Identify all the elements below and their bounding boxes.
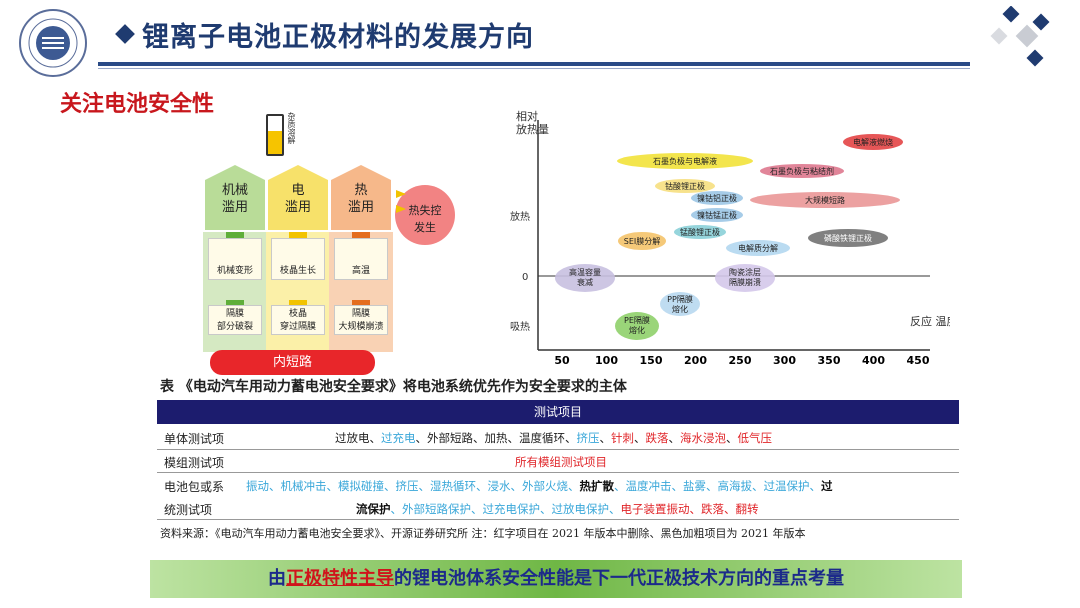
- pack-tests-value-2: 流保护、外部短路保护、过充电保护、过放电保护、电子装置振动、跌落、翻转: [356, 502, 759, 516]
- pack-tests-value: 振动、机械冲击、模拟碰撞、挤压、湿热循环、浸水、外部火烧、热扩散、温度冲击、盐雾…: [246, 479, 833, 493]
- y-upper-label: 放热: [510, 210, 530, 223]
- row-label-cell: 单体测试项: [164, 432, 225, 446]
- row-label-pack: 电池包或系: [164, 480, 225, 494]
- high-temp-box: 高温: [334, 238, 388, 280]
- bubble-label: 熔化: [672, 304, 688, 314]
- bubble-label: 镍钴铝正极: [697, 193, 737, 203]
- section-subtitle: 关注电池安全性: [60, 92, 215, 117]
- cell-tests-value: 过放电、过充电、外部短路、加热、温度循环、挤压、针刺、跌落、海水浸泡、低气压: [335, 431, 772, 445]
- bubble-label: 电解液燃烧: [853, 137, 893, 147]
- separator-partial-rupture-box: 隔膜 部分破裂: [208, 305, 262, 335]
- row-label-module: 模组测试项: [164, 456, 225, 470]
- bubble-label: 电解质分解: [738, 243, 778, 253]
- x-tick-label: 300: [773, 354, 796, 367]
- mechanical-abuse-label: 机械 滥用: [221, 183, 248, 215]
- x-tick-labels: 50 100 150 200 250 300 350 400 450: [554, 354, 929, 367]
- x-axis-title: 反应 温度: [910, 314, 950, 328]
- thermal-abuse-label: 热 滥用: [347, 183, 374, 215]
- x-tick-label: 400: [862, 354, 885, 367]
- x-tick-label: 350: [818, 354, 841, 367]
- bubble-label: 锰酸锂正极: [680, 227, 720, 237]
- battery-label: 杂质溶解: [287, 112, 296, 144]
- thermal-runaway-label: 热失控 发生: [408, 204, 442, 234]
- y-zero-label: 0: [522, 272, 528, 283]
- row-label-pack-2: 统测试项: [164, 503, 213, 517]
- row-divider: [157, 449, 959, 450]
- bubble-label: 石墨负极与电解液: [653, 156, 717, 166]
- separator-collapse-box: 隔膜 大规模崩溃: [334, 305, 388, 335]
- dendrite-growth-box: 枝晶生长: [271, 238, 325, 280]
- row-divider: [157, 519, 959, 520]
- bubble-label: PE隔膜: [624, 315, 650, 325]
- conclusion-banner: 由正极特性主导的锂电池体系安全性能是下一代正极技术方向的重点考量: [150, 560, 962, 598]
- battery-icon: [266, 114, 284, 156]
- mechanical-deformation-box: 机械变形: [208, 238, 262, 280]
- internal-short-label: 内短路: [272, 355, 312, 370]
- source-note: 资料来源：《电动汽车用动力蓄电池安全要求》、开源证券研究所 注：红字项目在 20…: [160, 527, 806, 540]
- bubble-label: 隔膜崩溃: [729, 277, 761, 287]
- bubble-label: 石墨负极与粘结剂: [770, 166, 834, 176]
- page-title: 锂离子电池正极材料的发展方向: [142, 21, 534, 53]
- y-axis-title: 相对放热量: [516, 109, 549, 136]
- bubble-label: 熔化: [629, 325, 645, 335]
- x-tick-label: 150: [640, 354, 663, 367]
- heat-release-chart: 相对放热量 放热 0 吸热 反应 温度 50 100 150 200 250 300 350…: [510, 109, 950, 367]
- table-header: 测试项目: [157, 400, 959, 424]
- title-divider-thin: [98, 68, 970, 69]
- x-tick-label: 200: [684, 354, 707, 367]
- x-tick-label: 250: [729, 354, 752, 367]
- bubble-label: SEI膜分解: [624, 236, 661, 246]
- bubble-label: 镍钴锰正极: [697, 210, 737, 220]
- university-logo: [19, 9, 87, 77]
- x-tick-label: 100: [595, 354, 618, 367]
- abuse-diagram: 杂质溶解 机械 滥用 电 滥用 热 滥用 机械变形 枝晶生长 高温 隔膜 部分破…: [200, 110, 470, 375]
- title-divider: [98, 62, 970, 66]
- title-row: 锂离子电池正极材料的发展方向: [115, 14, 534, 54]
- table-caption: 表 《电动汽车用动力蓄电池安全要求》将电池系统优先作为安全要求的主体: [160, 379, 627, 395]
- electrical-abuse-label: 电 滥用: [284, 183, 311, 215]
- bubble-label: 钴酸锂正极: [665, 181, 705, 191]
- module-tests-value: 所有模组测试项目: [515, 455, 607, 469]
- bubble-label: 衰减: [577, 277, 593, 287]
- x-tick-label: 450: [907, 354, 930, 367]
- bubble-label: 高温容量: [569, 267, 601, 277]
- bubble-label: PP隔膜: [667, 294, 693, 304]
- y-lower-label: 吸热: [510, 320, 530, 333]
- row-divider: [157, 472, 959, 473]
- bubble-label: 陶瓷涂层: [729, 267, 761, 277]
- bullet-diamond-icon: [115, 24, 135, 44]
- decorative-squares-icon: [990, 6, 1050, 67]
- dendrite-through-separator-box: 枝晶 穿过隔膜: [271, 305, 325, 335]
- bubble-label: 磷酸铁锂正极: [824, 233, 872, 243]
- x-tick-label: 50: [554, 354, 570, 367]
- bubble-label: 大规模短路: [805, 195, 845, 205]
